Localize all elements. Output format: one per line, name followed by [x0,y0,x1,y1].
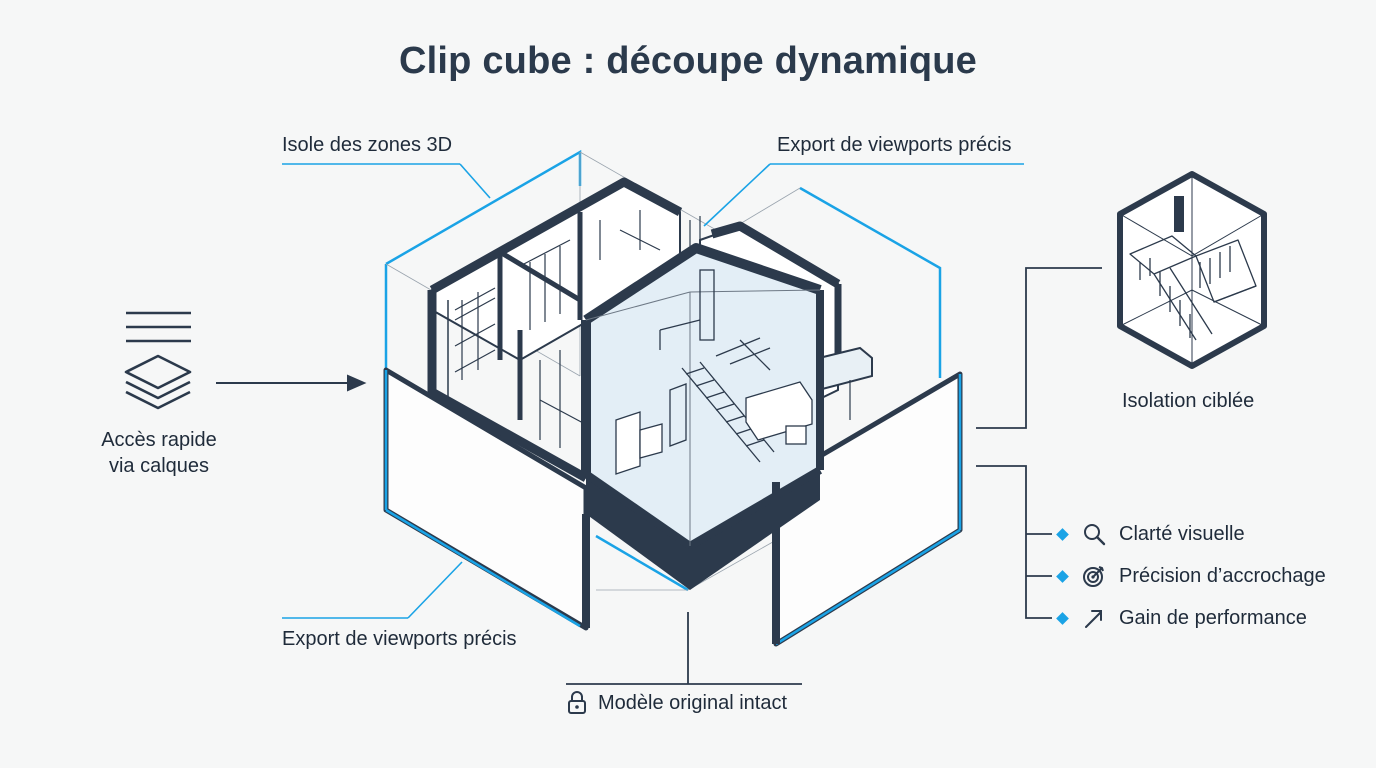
benefit-label: Précision d’accrochage [1119,564,1326,587]
benefit-label: Clarté visuelle [1119,522,1245,545]
staircase [615,269,813,475]
label-quick-access-line2: via calques [108,455,210,477]
building-left-wing [427,177,683,482]
benefit-snap-precision: Précision d’accrochage [1056,563,1326,589]
magnifier-icon [1084,524,1106,546]
layers-icon [124,311,192,410]
bullet-diamond-icon [1056,611,1069,625]
label-quick-access-line1: Accès rapide [101,429,217,451]
label-export-viewports-top: Export de viewports précis [777,134,1012,156]
label-original-model: Modèle original intact [598,691,787,714]
arrow-icon [216,374,367,392]
label-isolate-3d-zones: Isole des zones 3D [282,134,453,156]
target-icon [1083,566,1104,587]
label-targeted-isolation: Isolation ciblée [1122,390,1255,412]
arrow-up-right-icon [1085,610,1102,628]
benefit-label: Gain de performance [1119,606,1307,629]
isolation-cube-icon [1117,171,1267,369]
label-export-viewports-bottom: Export de viewports précis [282,628,517,650]
lock-icon [568,691,586,714]
connector-lines [566,267,1102,685]
callout-lines [282,163,1024,619]
diagram-title: Clip cube : découpe dynamique [399,40,977,82]
original-model-intact: Modèle original intact [566,690,787,716]
label-quick-access: Accès rapide via calques [84,427,234,479]
benefit-visual-clarity: Clarté visuelle [1056,521,1245,547]
glass-cut-volume [581,243,824,644]
bullet-diamond-icon [1056,527,1069,541]
benefit-performance-gain: Gain de performance [1056,605,1307,631]
bullet-diamond-icon [1056,569,1069,583]
